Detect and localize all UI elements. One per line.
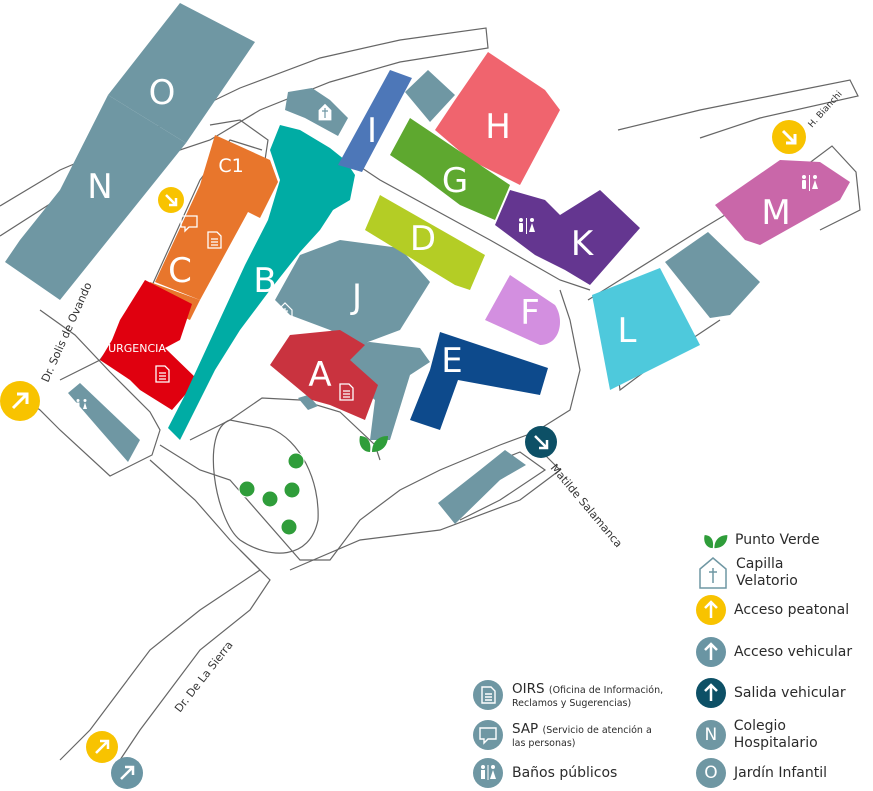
building-L-shape[interactable]	[592, 268, 700, 390]
label-I: I	[367, 111, 377, 151]
street-bianchi: H. Bianchi	[807, 90, 845, 130]
building-H-shape[interactable]	[435, 52, 560, 185]
building-J[interactable]	[275, 240, 430, 345]
building-C1-shape[interactable]	[155, 135, 278, 300]
tree-icon	[261, 490, 279, 508]
chapel-icon[interactable]	[317, 102, 333, 122]
colored-buildings	[100, 52, 850, 440]
document-icon[interactable]	[207, 231, 222, 249]
label-A: A	[308, 355, 331, 395]
tree-icon	[283, 481, 301, 499]
label-G: G	[442, 161, 468, 201]
park-trees	[238, 452, 305, 536]
urgencia-shape[interactable]	[100, 280, 198, 410]
label-M: M	[761, 193, 790, 233]
label-N: N	[87, 167, 112, 207]
label-D: D	[410, 219, 436, 259]
pedestrian-access-icon[interactable]	[86, 731, 118, 763]
label-urgencia: URGENCIA	[108, 342, 166, 355]
building-B-shape[interactable]	[168, 125, 355, 440]
tree-icon	[287, 452, 305, 470]
street-matilde-salamanca: Matilde Salamanca	[548, 462, 625, 551]
building-G-shape[interactable]	[390, 118, 510, 220]
label-H: H	[485, 107, 511, 147]
pedestrian-access-icon[interactable]	[772, 120, 806, 154]
building-F-shape[interactable]	[485, 275, 560, 345]
restroom-icon[interactable]	[519, 218, 535, 234]
building-A-shape[interactable]	[270, 330, 378, 420]
restroom-icon[interactable]	[76, 399, 88, 409]
street-solis-de-ovando: Dr. Solis de Ovando	[39, 280, 95, 384]
leaf-icon[interactable]	[359, 436, 388, 452]
label-B: B	[253, 261, 276, 301]
oirs-icons	[155, 231, 354, 401]
restroom-icon[interactable]	[802, 175, 818, 191]
label-E: E	[441, 341, 462, 381]
pedestrian-access-icon[interactable]	[0, 381, 40, 421]
label-J: J	[350, 277, 362, 317]
access-markers	[0, 120, 806, 789]
building-K-shape[interactable]	[495, 190, 640, 285]
tree-icon	[280, 518, 298, 536]
label-C: C	[168, 251, 192, 291]
label-L: L	[618, 311, 637, 351]
street-de-la-sierra: Dr. De La Sierra	[172, 639, 235, 715]
building-E-shape[interactable]	[410, 332, 548, 430]
pedestrian-access-icon[interactable]	[158, 187, 184, 213]
building-D-shape[interactable]	[365, 195, 485, 290]
label-K: K	[571, 224, 595, 264]
building-O[interactable]	[108, 3, 255, 143]
document-icon[interactable]	[155, 365, 170, 383]
building-labels: O N C1 C URGENCIA B I H G K D J F A E L …	[87, 73, 790, 395]
label-F: F	[520, 293, 540, 333]
label-C1: C1	[218, 155, 243, 177]
grey-buildings	[5, 3, 760, 524]
label-O: O	[149, 73, 176, 113]
tree-icon	[238, 480, 256, 498]
vehicle-exit-icon[interactable]	[525, 426, 557, 458]
building-M-shape[interactable]	[715, 160, 850, 245]
speech-bubble-icon[interactable]	[180, 215, 198, 233]
building-I-shape[interactable]	[338, 70, 412, 172]
chapel-icon[interactable]	[277, 302, 293, 322]
document-icon[interactable]	[339, 383, 354, 401]
vehicle-access-icon[interactable]	[111, 757, 143, 789]
